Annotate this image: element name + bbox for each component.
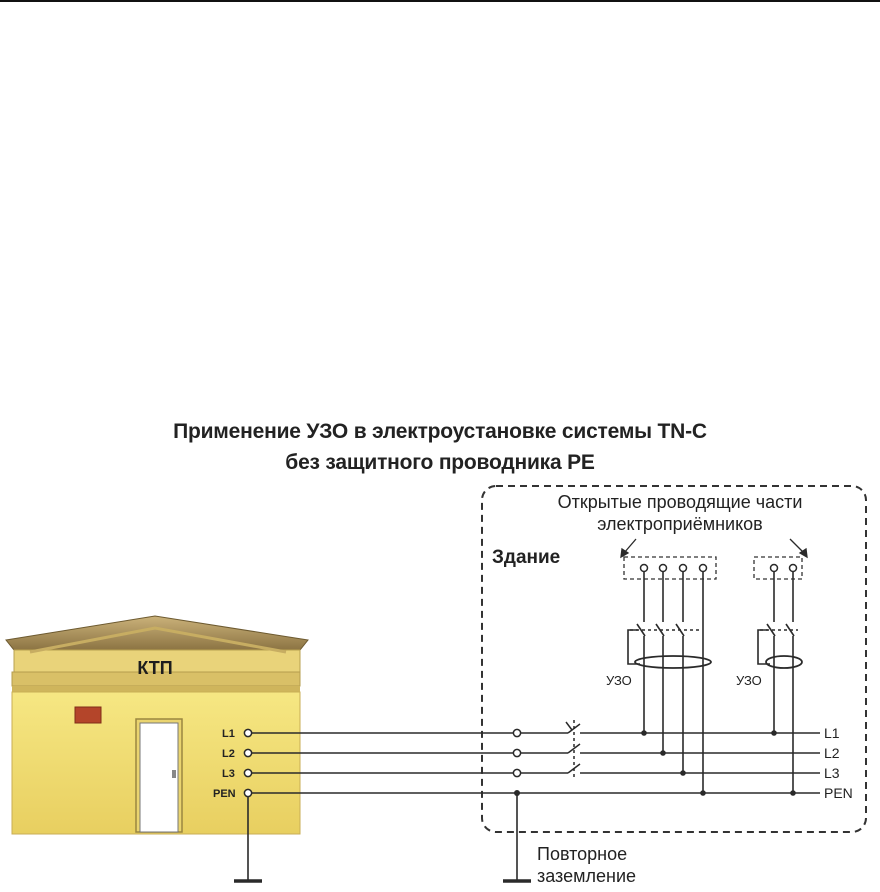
terminal-label-l2: L2 (222, 748, 235, 760)
rcd-label-2: УЗО (736, 673, 762, 688)
substation-terminals (243, 728, 253, 798)
rcd-label-1: УЗО (606, 673, 632, 688)
substation-ground (234, 797, 262, 883)
bus-label-l1: L1 (824, 725, 840, 741)
consumer-terminals-1 (639, 563, 708, 573)
exposed-parts-box-1 (623, 556, 717, 580)
terminal-label-l1: L1 (222, 728, 235, 740)
consumer-group-1: УЗО (606, 556, 717, 796)
top-border-line (0, 0, 880, 2)
substation-building: КТП (5, 615, 309, 835)
diagram-title-line2: без защитного проводника PE (285, 451, 595, 474)
main-switch (565, 720, 581, 778)
substation-window (74, 706, 102, 724)
exposed-parts-box-2 (753, 556, 803, 580)
building-label: Здание (492, 547, 560, 568)
substation-label: КТП (137, 658, 172, 678)
consumer-terminals-2 (769, 563, 798, 573)
consumer-group-2: УЗО (736, 556, 803, 796)
bus-label-pen: PEN (824, 785, 853, 801)
exposed-parts-caption-line2: электроприёмников (597, 514, 763, 534)
building-input-terminals (512, 728, 522, 778)
diagram-title-line1: Применение УЗО в электроустановке систем… (173, 420, 707, 443)
repeated-ground (503, 793, 531, 883)
caption-arrows (620, 538, 808, 559)
terminal-label-pen: PEN (213, 788, 236, 800)
exposed-parts-caption-line1: Открытые проводящие части (558, 492, 803, 512)
rcd-transformer-1 (634, 655, 712, 669)
bus-label-l3: L3 (824, 765, 840, 781)
rcd-transformer-2 (765, 655, 803, 669)
bus-label-l2: L2 (824, 745, 840, 761)
terminal-label-l3: L3 (222, 768, 235, 780)
substation-door (139, 722, 179, 833)
main-bus-lines (248, 732, 820, 794)
ground-label-line2: заземление (537, 866, 636, 886)
ground-label-line1: Повторное (537, 844, 627, 864)
building-boundary (481, 485, 867, 833)
